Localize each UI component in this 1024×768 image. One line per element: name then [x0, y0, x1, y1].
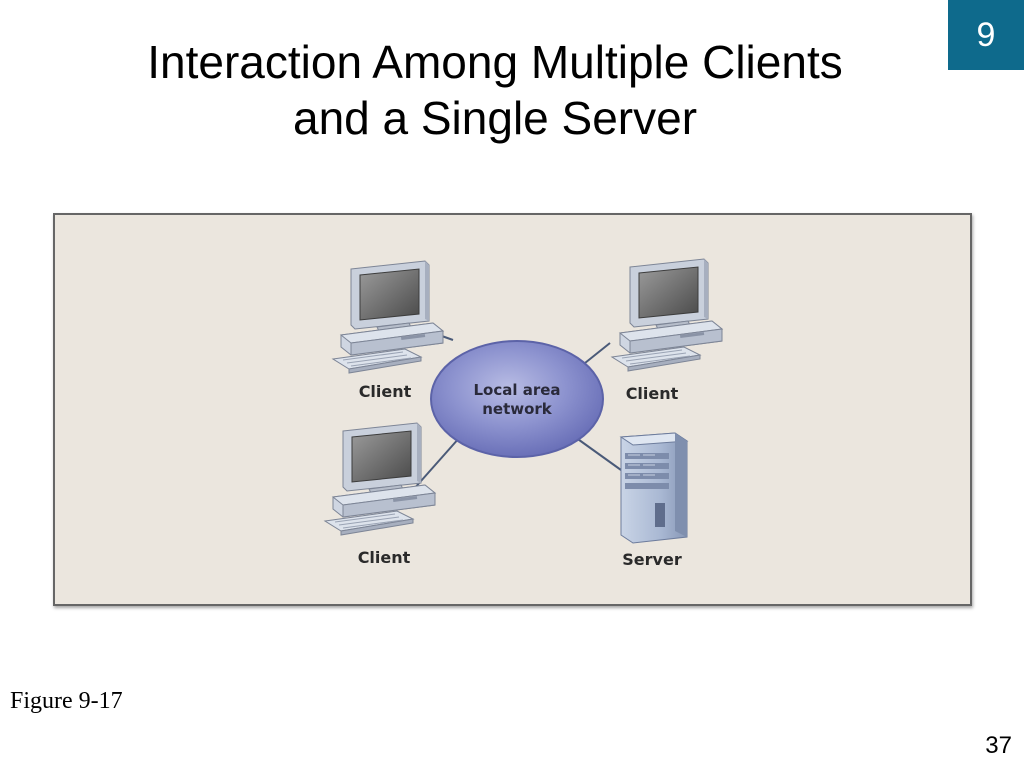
- network-diagram-figure: Local area network Client Client Client: [53, 213, 972, 606]
- connection-line: [574, 436, 622, 471]
- network-label-line-2: network: [482, 400, 553, 418]
- client-label: Client: [358, 548, 411, 567]
- desktop-computer-icon: [611, 258, 723, 372]
- server-tower-icon: [619, 432, 689, 544]
- desktop-computer-icon: [332, 260, 444, 374]
- client-label: Client: [626, 384, 679, 403]
- figure-caption: Figure 9-17: [10, 688, 123, 714]
- client-label: Client: [359, 382, 412, 401]
- slide-title: Interaction Among Multiple Clients and a…: [60, 34, 930, 146]
- network-label-line-1: Local area: [473, 381, 560, 399]
- slide-title-line-2: and a Single Server: [292, 92, 698, 144]
- server-label: Server: [622, 550, 682, 569]
- server-node: Server: [619, 432, 689, 569]
- connection-line: [584, 342, 611, 364]
- client-computer-bottom-left: Client: [324, 422, 436, 567]
- page-number: 37: [985, 732, 1012, 759]
- desktop-computer-icon: [324, 422, 436, 536]
- local-area-network-node: Local area network: [430, 340, 604, 458]
- client-computer-top-right: Client: [611, 258, 723, 403]
- slide-title-line-1: Interaction Among Multiple Clients: [147, 36, 843, 88]
- network-diagram: Local area network Client Client Client: [324, 258, 723, 569]
- chapter-number-badge: 9: [948, 0, 1024, 70]
- client-computer-top-left: Client: [332, 260, 444, 401]
